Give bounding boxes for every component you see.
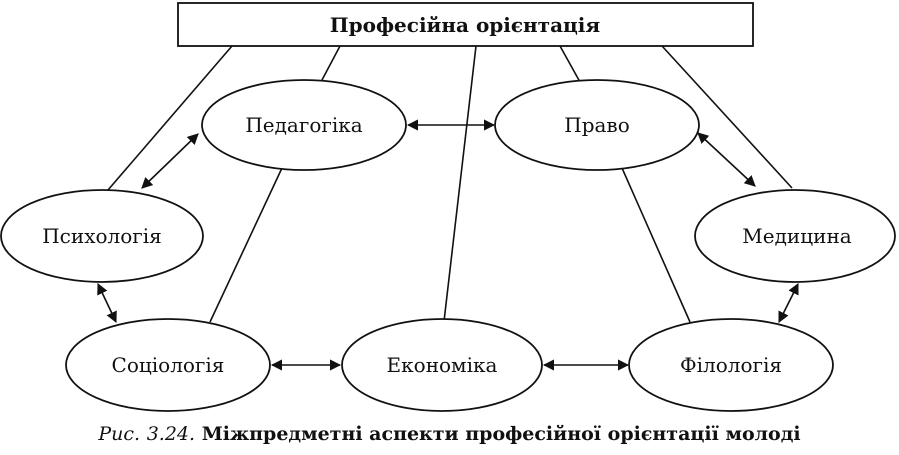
label-psychology: Психологія [42,224,162,248]
node-economics [341,318,543,412]
link-pedagogy-sociology [209,167,283,323]
label-law: Право [564,113,629,137]
label-philology: Філологія [680,353,782,377]
arrow-law-medicine [697,132,756,187]
node-pedagogy [201,79,407,171]
node-sociology [65,318,271,412]
label-economics: Економіка [387,353,498,377]
caption-number: 3.24. [146,423,196,445]
arrow-psychology-sociology [97,282,117,324]
title-label: Професійна орієнтація [330,13,601,37]
caption-prefix: Рис. [98,423,141,445]
link-law-philology [621,167,691,323]
arrow-medicine-philology [778,282,799,324]
node-medicine [694,189,896,283]
label-pedagogy: Педагогіка [245,113,362,137]
link-title-medicine [661,45,793,189]
node-psychology [0,189,204,283]
link-title-law [559,45,581,83]
link-title-psychology [107,45,233,191]
link-title-pedagogy [321,45,341,81]
arrow-pedagogy-psychology [141,133,199,189]
caption-text: Міжпредметні аспекти професійної орієнта… [201,423,801,445]
title-box [177,2,754,47]
label-sociology: Соціологія [112,353,225,377]
link-title-economics [442,45,477,331]
figure-caption: Рис. 3.24. Міжпредметні аспекти професій… [0,423,899,445]
label-medicine: Медицина [742,224,851,248]
